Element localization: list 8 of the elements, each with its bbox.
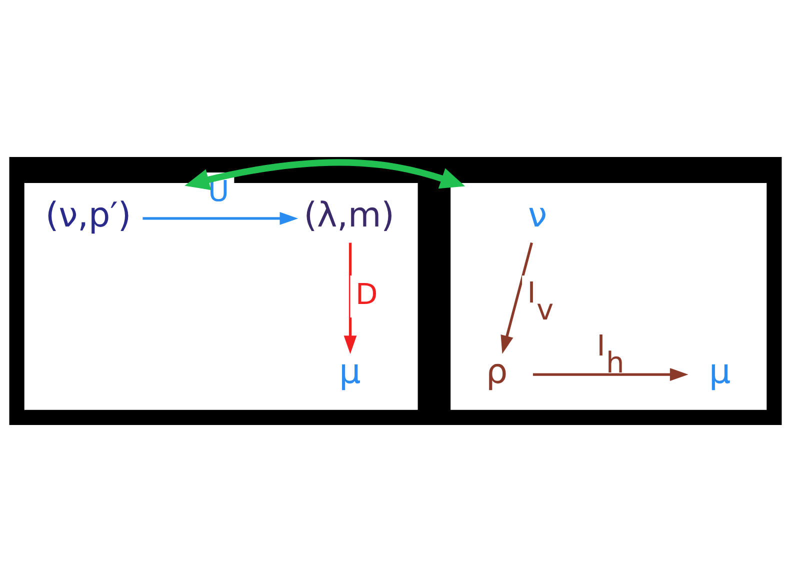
edge-label: U (208, 173, 230, 208)
edge-label: D (356, 276, 378, 310)
node-text: μ (708, 351, 731, 392)
node-text: ρ (486, 351, 508, 392)
node-text: (λ,m) (304, 195, 394, 236)
node-text: ν (528, 195, 548, 236)
node-text: μ (339, 351, 361, 392)
node-text: (ν,p′) (45, 195, 132, 236)
